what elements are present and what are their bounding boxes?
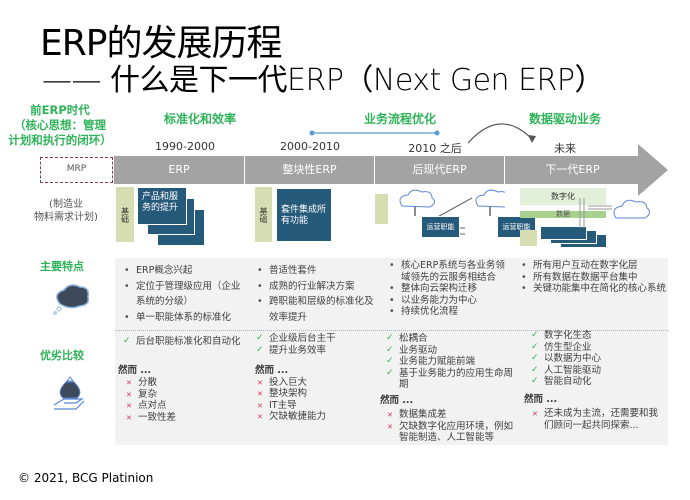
con-item: 一致性差 <box>124 412 250 424</box>
features-col-postmodern: 核心ERP系统与各业务领域领先的云服务相结合 整体向云架构迁移 以业务能力为中心… <box>387 260 512 318</box>
postmodern-diagram <box>375 189 505 235</box>
con-item: 点对点 <box>124 400 250 412</box>
feature-item: 单一职能体系的标准化 <box>122 310 247 326</box>
pre-erp-desc-1: （核心思想：管理 <box>14 118 106 132</box>
comparison-col-postmodern: 松耦合 业务驱动 业务能力赋能前端 基于业务能力的应用生命周期 然而 ... 数… <box>380 333 520 444</box>
con-item: 还未成为主流，还需要和我们顾问一起共同探索... <box>530 408 660 431</box>
phase-process-optimization: 业务流程优化 <box>363 112 436 126</box>
page-subtitle: —— 什么是下一代ERP（Next Gen ERP） <box>42 63 605 98</box>
feature-item: 以业务能力为中心 <box>387 295 512 307</box>
pro-item: 松耦合 <box>385 333 520 345</box>
timeline-erp: ERP <box>114 156 245 184</box>
page-title: ERP的发展历程 <box>40 23 282 64</box>
pre-erp-era-label: 前ERP时代 （核心思想：管理 计划和执行的闭环） <box>6 103 114 148</box>
however-label: 然而 ... <box>255 365 289 376</box>
feature-item: 跨职能和层级的标准化及效率提升 <box>255 294 380 325</box>
money-bag-hand-icon <box>53 376 85 410</box>
con-item: 欠缺敏捷能力 <box>255 411 380 423</box>
period-2010-after: 2010 之后 <box>408 142 462 155</box>
feature-item: 定位于管理级应用（企业系统的分级） <box>122 279 247 310</box>
feature-item: 所有用户互动在数字化层 <box>519 260 669 272</box>
pro-item: 业务驱动 <box>385 345 520 357</box>
phase-connector <box>309 123 536 144</box>
curved-arrow-icon <box>467 123 533 144</box>
however-label: 然而 ... <box>524 393 558 405</box>
pro-item: 后台职能标准化和自动化 <box>122 335 250 348</box>
cloud-icon <box>475 189 505 208</box>
pre-erp-title: 前ERP时代 <box>30 103 90 117</box>
however-label: 然而 ... <box>380 394 414 406</box>
comparison-col-monolith: 企业级后台主干 提升业务效率 然而 ... 投入巨大 整块架构 IT主导 欠缺敏… <box>255 333 380 423</box>
postmodern-ops-box-1: 运营职能 <box>421 216 460 238</box>
phase-standardization: 标准化和效率 <box>163 112 236 126</box>
feature-item: 普适性套件 <box>255 263 380 279</box>
features-col-monolith: 普适性套件 成熟的行业解决方案 跨职能和层级的标准化及效率提升 <box>255 263 380 325</box>
timeline-next-gen-erp: 下一代ERP <box>545 163 600 176</box>
pro-item: 数字化生态 <box>530 330 660 342</box>
nextgen-base-block <box>520 230 537 246</box>
period-future: 未来 <box>554 142 576 155</box>
pro-item: 智能自动化 <box>530 376 660 388</box>
timeline-monolithic-erp: 整块性ERP <box>245 156 375 184</box>
features-label: 主要特点 <box>40 260 84 273</box>
pro-item: 基于业务能力的应用生命周期 <box>385 368 520 391</box>
con-item: 整块架构 <box>255 388 380 400</box>
pro-item: 仿生型企业 <box>530 342 660 354</box>
feature-item: 成熟的行业解决方案 <box>255 279 380 295</box>
mrp-note-line1: (制造业 <box>49 199 83 210</box>
nextgen-stack-1 <box>540 226 587 240</box>
feature-item: 整体向云架构迁移 <box>387 283 512 295</box>
features-col-erp: ERP概念兴起 定位于管理级应用（企业系统的分级） 单一职能体系的标准化 <box>122 263 247 325</box>
pre-erp-desc-2: 计划和执行的闭环） <box>8 133 112 147</box>
panel-divider <box>115 330 668 331</box>
copyright-footer: © 2021, BCG Platinion <box>18 471 154 485</box>
however-label: 然而 ... <box>118 365 152 376</box>
pro-item: 人工智能驱动 <box>530 365 660 377</box>
cloud-icon <box>399 189 436 208</box>
postmodern-base-bar <box>375 194 388 224</box>
monolith-box: 套件集成所有功能 <box>276 188 332 242</box>
features-col-nextgen: 所有用户互动在数字化层 所有数据在数据平台集中 关键功能集中在简化的核心系统 <box>519 260 669 295</box>
comparison-label: 优劣比较 <box>40 349 84 362</box>
phase-data-driven: 数据驱动业务 <box>528 112 601 126</box>
timeline-arrow: ERP 整块性ERP 后现代ERP 下一代ERP <box>114 156 640 184</box>
timeline-postmodern-erp: 后现代ERP <box>375 156 505 184</box>
period-1990-2000: 1990-2000 <box>155 140 215 153</box>
mrp-note-line2: 物料需求计划) <box>34 212 98 223</box>
pro-item: 提升业务效率 <box>255 345 380 357</box>
mrp-note: (制造业 物料需求计划) <box>20 198 112 224</box>
con-item: 分散 <box>124 377 250 389</box>
pro-item: 业务能力赋能前端 <box>385 356 520 368</box>
timeline-arrow-head <box>638 144 668 196</box>
cloud-icon <box>613 199 651 219</box>
thought-cloud-icon <box>53 284 90 315</box>
con-item: 投入巨大 <box>255 377 380 389</box>
nextgen-connectors <box>579 198 612 228</box>
comparison-col-erp: 后台职能标准化和自动化 然而 ... 分散 复杂 点对点 一致性差 <box>118 335 250 424</box>
pro-item: 以数据为中心 <box>530 353 660 365</box>
feature-item: ERP概念兴起 <box>122 263 247 279</box>
data-layer: 数据 <box>520 211 606 218</box>
con-item: 数据集成差 <box>385 409 520 421</box>
comparison-col-nextgen: 数字化生态 仿生型企业 以数据为中心 人工智能驱动 智能自动化 然而 ... 还… <box>524 330 660 431</box>
feature-item: 关键功能集中在简化的核心系统 <box>519 283 669 295</box>
feature-item: 持续优化流程 <box>387 306 512 318</box>
mrp-box: MRP <box>40 157 113 183</box>
curved-arrow-head <box>528 135 536 143</box>
erp-base-bar: 基础 <box>116 187 134 242</box>
feature-item: 所有数据在数据平台集中 <box>519 272 669 284</box>
con-item: 复杂 <box>124 389 250 401</box>
feature-item: 核心ERP系统与各业务领域领先的云服务相结合 <box>387 260 512 283</box>
monolith-base-bar: 基础 <box>255 187 272 242</box>
pro-item: 企业级后台主干 <box>255 333 380 345</box>
con-item: 欠缺数字化应用环境，例如智能制造、人工智能等 <box>385 421 520 444</box>
connector-end-dot <box>434 130 440 136</box>
con-item: IT主导 <box>255 400 380 412</box>
erp-stack-1: 产品和服务的提升 <box>137 187 187 225</box>
period-2000-2010: 2000-2010 <box>280 140 340 153</box>
